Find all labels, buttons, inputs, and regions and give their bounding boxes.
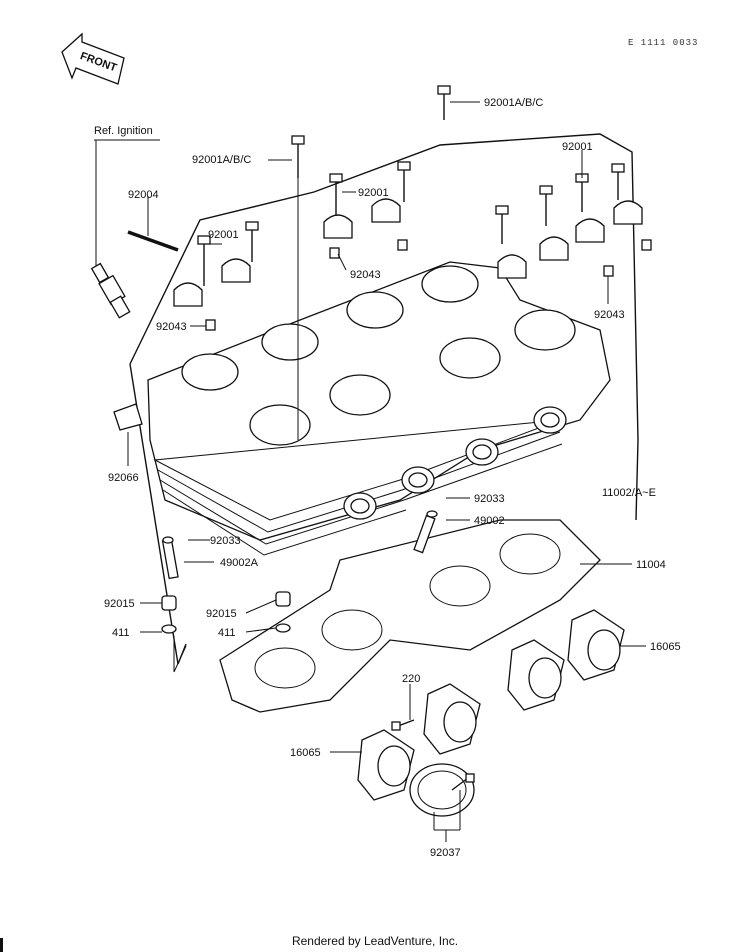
drawing-code: E 1111 0033	[628, 38, 699, 48]
dowel-pins	[205, 239, 652, 331]
leader-lines	[127, 101, 646, 842]
cap-nuts	[161, 591, 291, 634]
label-92004: 92004	[128, 189, 159, 201]
label-49002a: 49002A	[220, 557, 259, 569]
label-92001abc-left: 92001A/B/C	[192, 154, 251, 166]
label-92001-right: 92001	[562, 141, 593, 153]
label-92001abc-top: 92001A/B/C	[484, 97, 543, 109]
head-outline	[129, 133, 639, 521]
label-92037: 92037	[430, 847, 461, 859]
label-92033-right: 92033	[474, 493, 505, 505]
carb-holders	[357, 609, 625, 801]
stud-92004	[127, 230, 179, 252]
label-92001-left: 92001	[208, 229, 239, 241]
label-49002: 49002	[474, 515, 505, 527]
valve-guides	[161, 510, 438, 580]
label-11002: 11002/A~E	[602, 487, 656, 499]
spark-plug-icon	[90, 262, 131, 319]
ref-ignition-label: Ref. Ignition	[94, 125, 153, 137]
label-92033-left: 92033	[210, 535, 241, 547]
label-92001-center: 92001	[358, 187, 389, 199]
label-92043-center: 92043	[350, 269, 381, 281]
label-411-center: 411	[218, 627, 236, 639]
label-92015-left: 92015	[104, 598, 135, 610]
head-gasket	[219, 519, 601, 713]
label-220: 220	[402, 673, 420, 685]
cylinder-head	[147, 261, 611, 556]
label-92015-center: 92015	[206, 608, 237, 620]
cam-caps	[173, 198, 643, 307]
label-411-left: 411	[112, 627, 130, 639]
hose-clamp	[391, 719, 475, 817]
label-16065-left: 16065	[290, 747, 321, 759]
front-arrow-icon: FRONT	[61, 32, 125, 85]
footer-credit: Rendered by LeadVenture, Inc.	[291, 934, 459, 948]
label-92043-right: 92043	[594, 309, 625, 321]
label-92043-left: 92043	[156, 321, 187, 333]
label-16065-right: 16065	[650, 641, 681, 653]
plug-92066	[113, 403, 143, 431]
edge-mark	[0, 938, 3, 952]
label-11004: 11004	[636, 559, 666, 571]
label-92066: 92066	[108, 472, 139, 484]
part-labels: 92001A/B/C 92001A/B/C 92001 92001 92001 …	[104, 97, 681, 859]
